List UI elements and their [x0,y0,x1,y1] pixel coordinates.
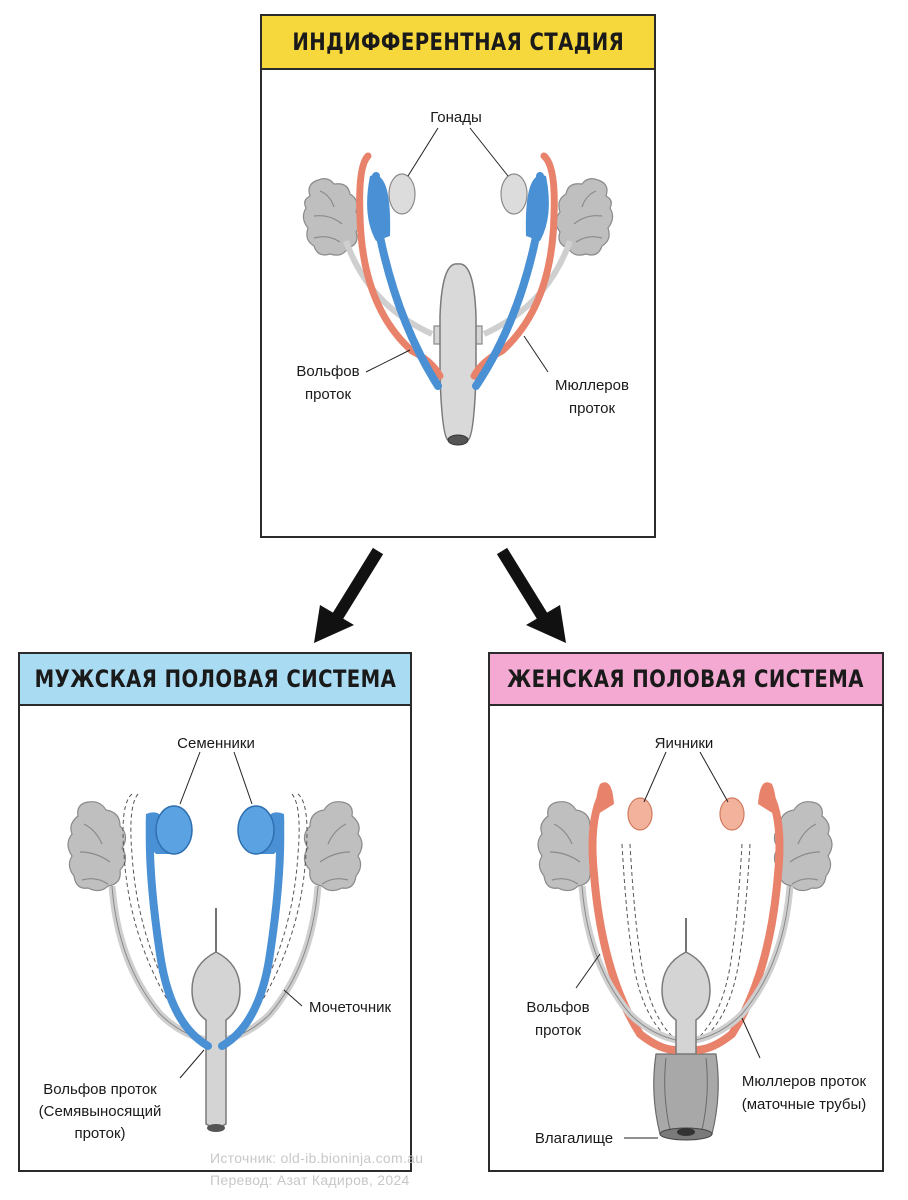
left-ureter [343,239,434,337]
right-kidney [303,801,363,892]
male-system-header: МУЖСКАЯ ПОЛОВАЯ СИСТЕМА [20,654,410,706]
wolffian-duct-label-line2: проток [305,386,352,403]
fallopian-tube-label-line2: (маточные трубы) [742,1096,867,1113]
male-system-diagram: Семенники Мочеточник Вольфов проток (Сем… [39,735,392,1142]
left-gonad [388,173,416,215]
vas-deferens-label-line2: (Семявыносящий [39,1103,162,1120]
ureter-label: Мочеточник [309,999,392,1016]
bladder [661,918,711,1055]
indifferent-stage-panel: ИНДИФФЕРЕНТНАЯ СТАДИЯ [260,14,656,538]
left-kidney [537,801,597,892]
wolffian-duct-label-line1: Вольфов [296,363,359,380]
testes-label: Семенники [177,735,255,752]
arrow-to-male [314,547,384,643]
vagina-label: Влагалище [535,1130,613,1147]
right-vas-deferens [218,816,285,1050]
female-system-panel: ЖЕНСКАЯ ПОЛОВАЯ СИСТЕМА [488,652,884,1172]
mullerian-duct-label-line1: Мюллеров [555,377,629,394]
source-credit: Источник: old-ib.bioninja.com.au [210,1150,424,1166]
wolffian-duct-label-line2: проток [535,1022,582,1039]
translation-credit: Перевод: Азат Кадиров, 2024 [210,1172,410,1188]
indifferent-stage-header: ИНДИФФЕРЕНТНАЯ СТАДИЯ [262,16,654,70]
vas-deferens-label-line3: проток) [74,1125,125,1142]
female-system-title: ЖЕНСКАЯ ПОЛОВАЯ СИСТЕМА [507,665,865,693]
credits: Источник: old-ib.bioninja.com.au Перевод… [210,1147,423,1191]
male-system-title: МУЖСКАЯ ПОЛОВАЯ СИСТЕМА [34,665,396,693]
right-ovary [719,797,745,831]
vagina [653,1053,719,1141]
fallopian-tube-label-line1: Мюллеров проток [742,1073,867,1090]
ovaries-label: Яичники [655,735,714,752]
indifferent-stage-title: ИНДИФФЕРЕНТНАЯ СТАДИЯ [292,28,624,56]
right-fallopian-tube [692,784,784,1054]
left-fallopian-tube [588,784,680,1054]
vas-deferens-label-line1: Вольфов проток [43,1081,157,1098]
left-kidney [302,178,361,256]
right-kidney [773,801,833,892]
mullerian-duct-label-line2: проток [569,400,616,417]
right-testis [237,805,275,855]
arrow-to-female [496,547,566,643]
left-testis [155,805,193,855]
bladder [191,908,241,1132]
urogenital-sinus [433,263,483,446]
gonads-label: Гонады [430,109,482,126]
left-kidney [67,801,127,892]
indifferent-stage-diagram: Гонады Вольфов проток Мюллеров проток [296,109,629,446]
left-ovary [627,797,653,831]
right-kidney [555,178,614,256]
wolffian-duct-label-line1: Вольфов [526,999,589,1016]
female-system-header: ЖЕНСКАЯ ПОЛОВАЯ СИСТЕМА [490,654,882,706]
left-vas-deferens [145,816,212,1050]
male-system-panel: МУЖСКАЯ ПОЛОВАЯ СИСТЕМА [18,652,412,1172]
right-gonad [500,173,528,215]
female-system-diagram: Яичники Вольфов проток Мюллеров проток (… [526,735,867,1147]
